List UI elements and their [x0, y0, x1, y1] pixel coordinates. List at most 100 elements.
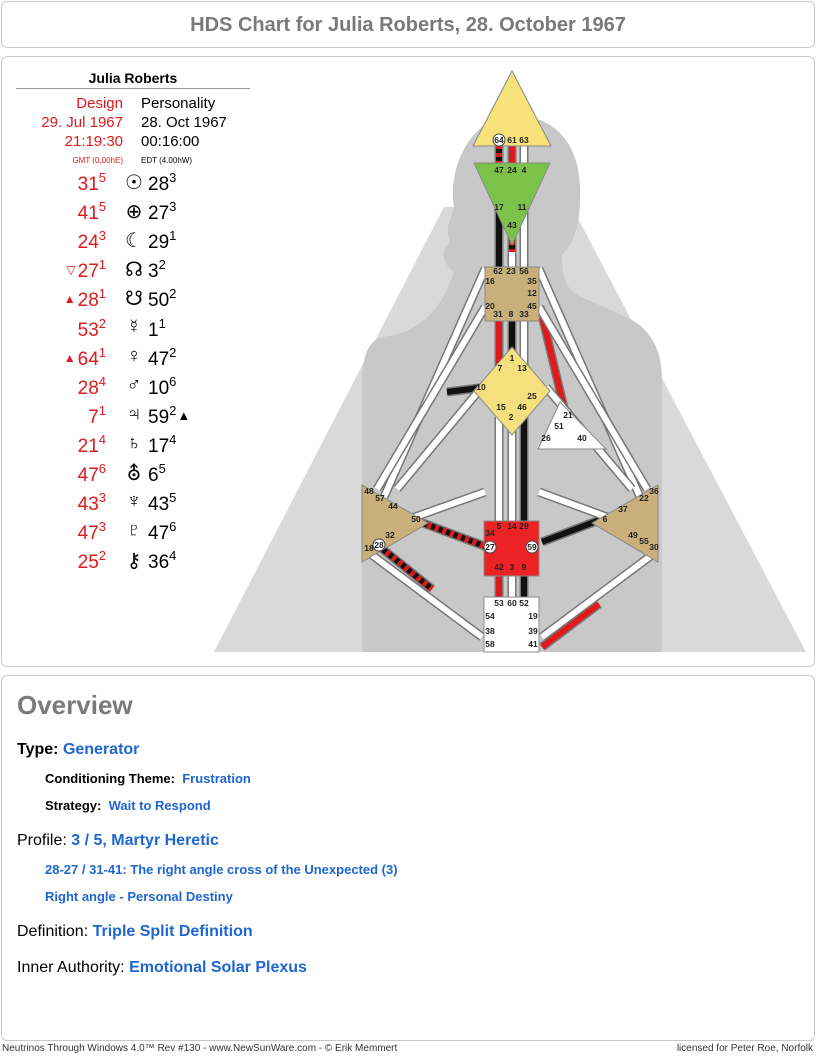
gate-label: 26 [541, 433, 551, 443]
gate-label: 55 [639, 536, 649, 546]
gate-label: 28 [374, 540, 384, 550]
gate-label: 48 [364, 486, 374, 496]
gate-circle [492, 133, 506, 147]
mars-icon: ♂ [126, 373, 142, 396]
ajna-center [473, 162, 551, 247]
design-gate: 27 [77, 261, 99, 283]
personality-gate: 36 [148, 552, 170, 574]
design-gate: 31 [77, 174, 99, 195]
planet-row: ▽271☊32 [2, 257, 252, 286]
channel-fill [370, 552, 484, 640]
south-node-icon: ☋ [125, 288, 143, 311]
design-arrow: ▲ [63, 292, 76, 307]
design-arrow: ▲ [63, 350, 76, 365]
gate-label: 40 [577, 433, 587, 443]
design-activation: ▲281 [64, 286, 106, 312]
planet-row: 532☿11 [2, 316, 252, 345]
personality-gate: 1 [148, 319, 159, 341]
gate-label: 58 [485, 639, 495, 649]
personality-line: 4 [169, 431, 177, 447]
gate-label: 51 [554, 421, 564, 431]
design-activation: ▽271 [66, 257, 106, 283]
personality-gate: 27 [148, 203, 170, 225]
gate-label: 56 [519, 266, 529, 276]
gate-label: 62 [493, 266, 503, 276]
personality-label: Personality [141, 95, 216, 112]
gate-circle [483, 540, 497, 554]
design-line: 6 [98, 461, 106, 476]
design-line: 5 [98, 170, 106, 185]
gate-label: 64 [494, 135, 504, 145]
design-activation: 415 [76, 199, 106, 225]
saturn-icon: ♄ [126, 431, 142, 454]
personality-activation: 283 [148, 170, 179, 196]
personality-line: 6 [169, 373, 177, 389]
channel-fill [540, 601, 601, 650]
gate-label: 17 [494, 202, 504, 212]
gate-label: 23 [506, 266, 516, 276]
personality-gate: 6 [148, 465, 159, 486]
personality-gate: 10 [148, 377, 170, 399]
gate-label: 18 [364, 543, 374, 553]
design-activation: 284 [76, 374, 106, 400]
channel-fill [536, 267, 643, 499]
gate-label: 63 [519, 135, 529, 145]
personality-activation: 32 [148, 257, 169, 283]
overview-title: Overview [17, 690, 133, 720]
gate-label: 30 [649, 542, 659, 552]
footer-left: Neutrinos Through Windows 4.0™ Rev #130 … [2, 1043, 398, 1054]
profile-row: Profile: 3 / 5, Martyr Heretic [17, 832, 219, 850]
gate-label: 22 [639, 493, 649, 503]
design-line: 1 [98, 257, 106, 273]
personality-gate: 28 [148, 174, 170, 195]
personality-timezone: EDT (4.00hW) [141, 156, 192, 165]
gate-label: 35 [527, 276, 537, 286]
type-value: Generator [62, 741, 140, 758]
design-line: 1 [98, 344, 106, 360]
g-center [473, 346, 551, 436]
personality-line: 1 [169, 228, 177, 244]
channel-fill [418, 519, 489, 550]
planet-row: 473♇476 [2, 519, 252, 548]
earth-icon: ⊕ [125, 201, 143, 224]
gate-label: 60 [507, 598, 517, 608]
gate-circle [372, 538, 386, 552]
theme-row: Conditioning Theme: Frustration [45, 771, 251, 786]
gate-label: 47 [494, 165, 504, 175]
gate-label: 2 [509, 412, 514, 422]
design-gate: 25 [77, 552, 99, 574]
gate-label: 8 [509, 309, 514, 319]
design-gate: 41 [77, 203, 99, 225]
planet-row: 21 4 ♄ 174 [2, 432, 252, 461]
authority-value: Emotional Solar Plexus [129, 959, 307, 976]
gate-label: 16 [485, 276, 495, 286]
personality-line: 6 [169, 519, 177, 535]
pluto-icon: ♇ [126, 519, 142, 542]
personality-activation: 174 [148, 432, 179, 458]
gate-label: 5 [497, 521, 502, 531]
gate-label: 13 [517, 363, 527, 373]
personality-line: 2 [169, 402, 177, 418]
ego-center [537, 401, 608, 450]
personality-line: 4 [169, 548, 177, 564]
personality-column-header: Personality 28. Oct 1967 00:16:00 EDT (4… [141, 94, 227, 170]
gate-label: 59 [527, 542, 537, 552]
strategy-row: Strategy: Wait to Respond [45, 798, 211, 813]
design-timezone: GMT (0,00hE) [72, 156, 123, 165]
profile-label: Profile: [17, 832, 67, 849]
gate-label: 50 [411, 514, 421, 524]
personality-line: 2 [169, 286, 177, 302]
personality-activation: 106 [148, 374, 179, 400]
design-gate: 28 [77, 377, 99, 399]
personality-activation: 435 [148, 490, 179, 516]
personality-arrow: ▲ [177, 407, 191, 423]
channels-layer [369, 137, 655, 651]
design-line: 4 [98, 373, 106, 389]
gate-label: 49 [628, 530, 638, 540]
design-date: 29. Jul 1967 [41, 114, 123, 131]
design-gate: 21 [77, 435, 99, 457]
channel-fill [540, 552, 654, 640]
personality-date: 28. Oct 1967 [141, 114, 227, 131]
personality-gate: 29 [148, 232, 170, 254]
